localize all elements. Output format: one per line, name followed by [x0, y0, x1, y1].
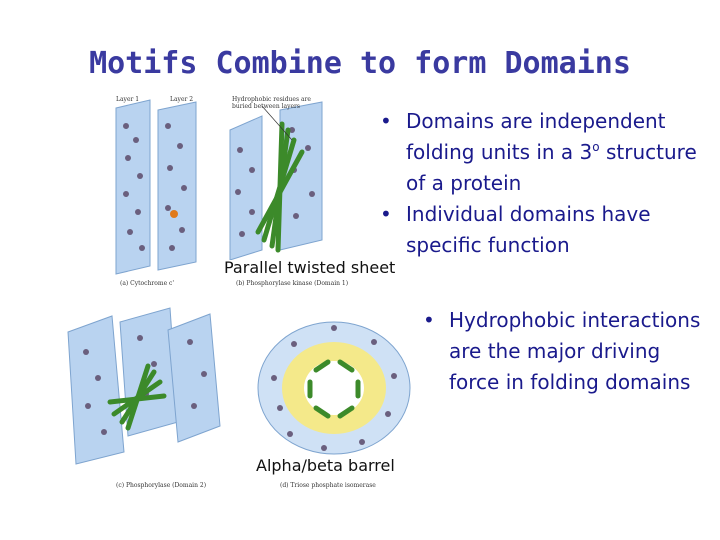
bullet-text: Domains are independent folding units in… [406, 109, 666, 164]
label-panel-d: (d) Triose phosphate isomerase [280, 482, 376, 489]
label-panel-b: (b) Phosphorylase kinase (Domain 1) [236, 280, 349, 287]
slide-title: Motifs Combine to form Domains [89, 46, 631, 81]
bullet-text-tail: structure of a protein [406, 140, 697, 195]
bullet-specific-function: Individual domains have specific functio… [380, 199, 710, 261]
caption-parallel-twisted-sheet: Parallel twisted sheet [224, 258, 396, 277]
bullet-list-top: Domains are independent folding units in… [380, 106, 710, 261]
bullet-hydrophobic-interactions: Hydrophobic interactions are the major d… [423, 305, 713, 398]
superscript-o: o [592, 140, 600, 154]
figure-b-twisted-sheet [229, 101, 323, 260]
figure-c-phosphorylase [67, 307, 221, 465]
label-hydrophobic-note: Hydrophobic residues are buried between … [232, 96, 311, 110]
bullet-text: Hydrophobic interactions are the major d… [449, 308, 701, 394]
label-panel-a: (a) Cytochrome c' [120, 280, 175, 287]
label-layer2: Layer 2 [170, 96, 194, 103]
label-layer1: Layer 1 [116, 96, 140, 103]
figure-d-alpha-beta-barrel [257, 321, 411, 455]
bullet-text: Individual domains have specific functio… [406, 202, 651, 257]
bullet-list-bottom: Hydrophobic interactions are the major d… [423, 305, 713, 398]
caption-alpha-beta-barrel: Alpha/beta barrel [256, 456, 395, 475]
figure-a-layered-sheets [115, 99, 197, 275]
bullet-domains-independent: Domains are independent folding units in… [380, 106, 710, 199]
label-panel-c: (c) Phosphorylase (Domain 2) [116, 482, 207, 489]
